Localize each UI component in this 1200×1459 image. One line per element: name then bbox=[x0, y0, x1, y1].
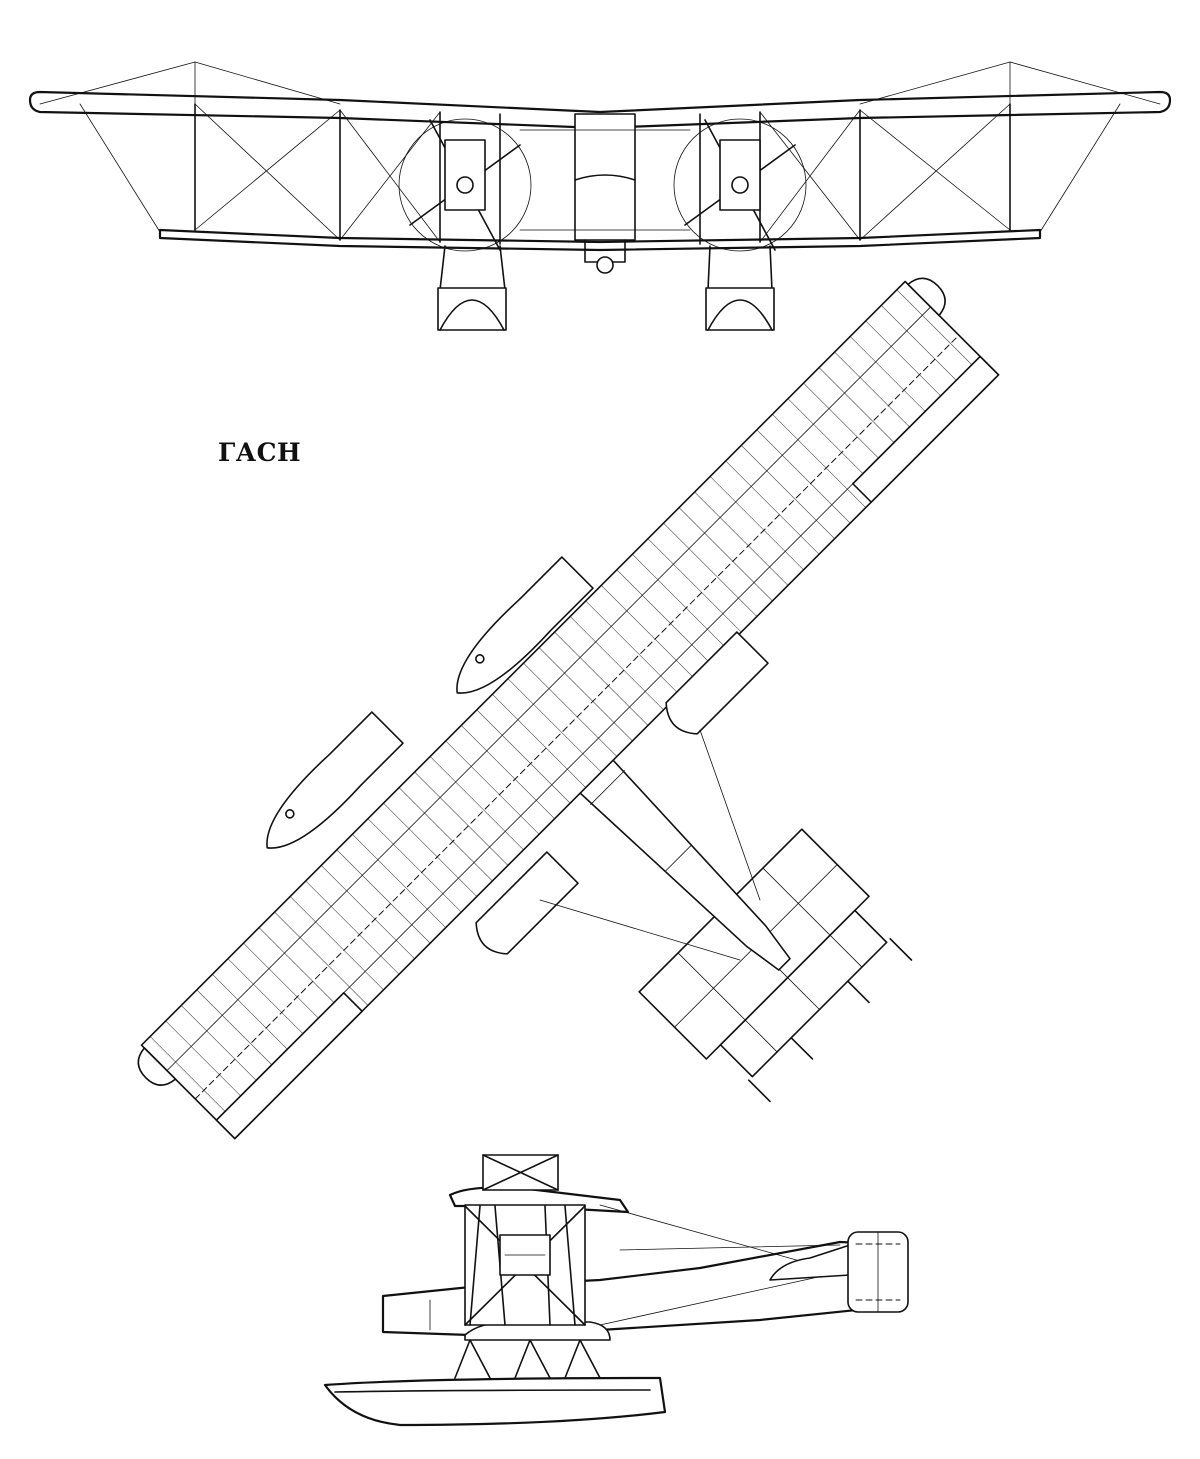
plan-view bbox=[137, 277, 1000, 1140]
side-strut-bay bbox=[464, 1204, 586, 1326]
front-view bbox=[28, 61, 1172, 331]
front-upper-wing bbox=[28, 90, 1172, 130]
plan-float-lower-inner bbox=[475, 851, 579, 955]
aircraft-designation-label: ГАСН bbox=[218, 438, 302, 467]
front-lower-wing bbox=[158, 228, 1042, 252]
front-left-engine bbox=[398, 118, 532, 252]
side-float-struts bbox=[454, 1339, 601, 1379]
plan-main-wing bbox=[137, 277, 1000, 1140]
plan-float-lower-outer bbox=[266, 711, 404, 849]
front-left-float bbox=[437, 245, 507, 331]
plan-float-upper-inner bbox=[665, 631, 769, 735]
side-view bbox=[323, 1154, 909, 1427]
side-tail bbox=[769, 1231, 909, 1313]
plan-float-upper-outer bbox=[456, 556, 594, 694]
side-cabane-box bbox=[482, 1154, 559, 1191]
front-right-float bbox=[705, 245, 775, 331]
front-hull bbox=[519, 113, 691, 274]
plan-tail-rigging bbox=[539, 729, 761, 961]
side-float bbox=[323, 1376, 667, 1427]
front-right-engine bbox=[673, 118, 807, 252]
